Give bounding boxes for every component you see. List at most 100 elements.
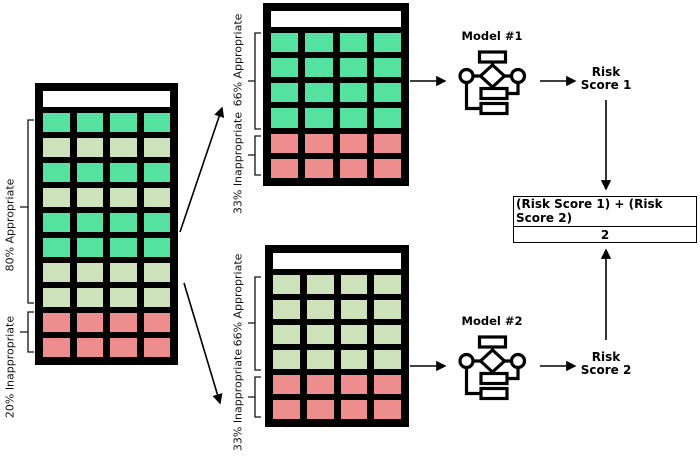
model1-title: Model #1 [461,29,523,43]
grid-cell-pale [43,188,70,207]
grid-cell-bright [43,213,70,232]
grid-cells [273,275,401,419]
grid-cell-bright [143,213,170,232]
grid-cell-red [374,400,401,419]
bottom-grid-brackets [248,276,261,418]
grid-cell-pale [143,188,170,207]
grid-cell-red [271,158,299,178]
grid-cell-pale [306,300,334,319]
arrow-split-to-top-grid [179,106,225,233]
grid-cell-pale [143,263,170,282]
grid-cell-pale [76,188,103,207]
grid-cell-pale [340,350,368,369]
grid-cell-pale [43,138,70,157]
grid-cell-pale [43,263,70,282]
label-66pct-appropriate-bottom: 66% Appropriate [231,253,245,347]
model2-flowchart-icon [458,335,527,401]
grid-cell-bright [271,83,299,103]
label-33pct-inappropriate-bottom: 33% Inappropriate [231,348,245,452]
grid-cell-red [43,313,70,332]
grid-cell-bright [271,33,299,53]
grid-cell-bright [305,33,333,53]
grid-cell-bright [305,108,333,128]
grid-cell-red [374,375,401,394]
grid-cell-bright [143,113,170,132]
grid-cell-red [76,313,103,332]
grid-cell-bright [110,163,137,182]
grid-cell-bright [339,33,367,53]
grid-cell-red [143,338,170,357]
grid-cell-bright [373,58,401,78]
split-dataset-grid-2 [265,245,409,427]
grid-cell-bright [339,58,367,78]
grid-cells [271,33,401,178]
formula-denominator: 2 [600,228,610,242]
grid-cell-bright [110,213,137,232]
grid-cell-red [273,400,300,419]
grid-cell-red [339,133,367,153]
grid-cell-pale [374,350,401,369]
grid-cell-pale [76,263,103,282]
grid-cell-bright [110,238,137,257]
grid-cell-bright [373,33,401,53]
grid-cell-red [373,133,401,153]
grid-header-bar [271,11,401,27]
label-66pct-appropriate-top: 66% Appropriate [231,13,245,107]
bracket-66pct-appropriate-top [248,32,261,130]
grid-cell-bright [305,58,333,78]
grid-cell-pale [306,325,334,344]
grid-cell-red [271,133,299,153]
grid-cell-bright [43,113,70,132]
risk-score-2-label: Risk Score 2 [581,351,632,377]
grid-cell-pale [143,138,170,157]
grid-cell-pale [340,325,368,344]
risk2-line2: Score 2 [580,363,632,377]
grid-cell-bright [76,238,103,257]
grid-cell-pale [374,275,401,294]
risk1-line2: Score 1 [580,78,632,92]
grid-cell-bright [339,83,367,103]
grid-cell-bright [271,108,299,128]
grid-cell-bright [143,163,170,182]
grid-cell-red [305,133,333,153]
grid-cell-bright [110,113,137,132]
grid-cell-bright [305,83,333,103]
grid-cell-bright [271,58,299,78]
grid-cell-red [306,400,334,419]
grid-cell-bright [373,108,401,128]
grid-cell-red [373,158,401,178]
grid-cell-pale [110,138,137,157]
grid-cell-pale [273,325,300,344]
grid-cell-pale [273,300,300,319]
split-dataset-grid-1 [263,3,409,186]
grid-cell-pale [110,188,137,207]
risk-score-1-label: Risk Score 1 [581,66,632,92]
grid-cell-bright [76,213,103,232]
grid-cell-bright [339,108,367,128]
formula-numerator: (Risk Score 1) + (Risk Score 2) [514,197,696,227]
bracket-33pct-inappropriate-bottom [248,376,261,418]
grid-cell-pale [273,275,300,294]
grid-cell-red [110,338,137,357]
grid-cell-red [339,158,367,178]
grid-cell-pale [43,288,70,307]
grid-cell-pale [306,350,334,369]
grid-header-bar [273,253,401,269]
grid-cell-pale [110,288,137,307]
grid-cell-bright [143,238,170,257]
grid-header-bar [43,91,170,107]
grid-cell-pale [374,325,401,344]
bracket-33pct-inappropriate-top [248,135,261,176]
bracket-80pct-appropriate [20,119,34,304]
grid-cell-bright [76,113,103,132]
grid-cell-red [305,158,333,178]
grid-cell-red [340,375,368,394]
bracket-66pct-appropriate-bottom [248,276,261,371]
grid-cell-red [340,400,368,419]
grid-cell-pale [340,300,368,319]
grid-cell-red [43,338,70,357]
grid-cell-red [143,313,170,332]
grid-cell-pale [306,275,334,294]
arrow-split-to-bottom-grid [183,282,223,405]
